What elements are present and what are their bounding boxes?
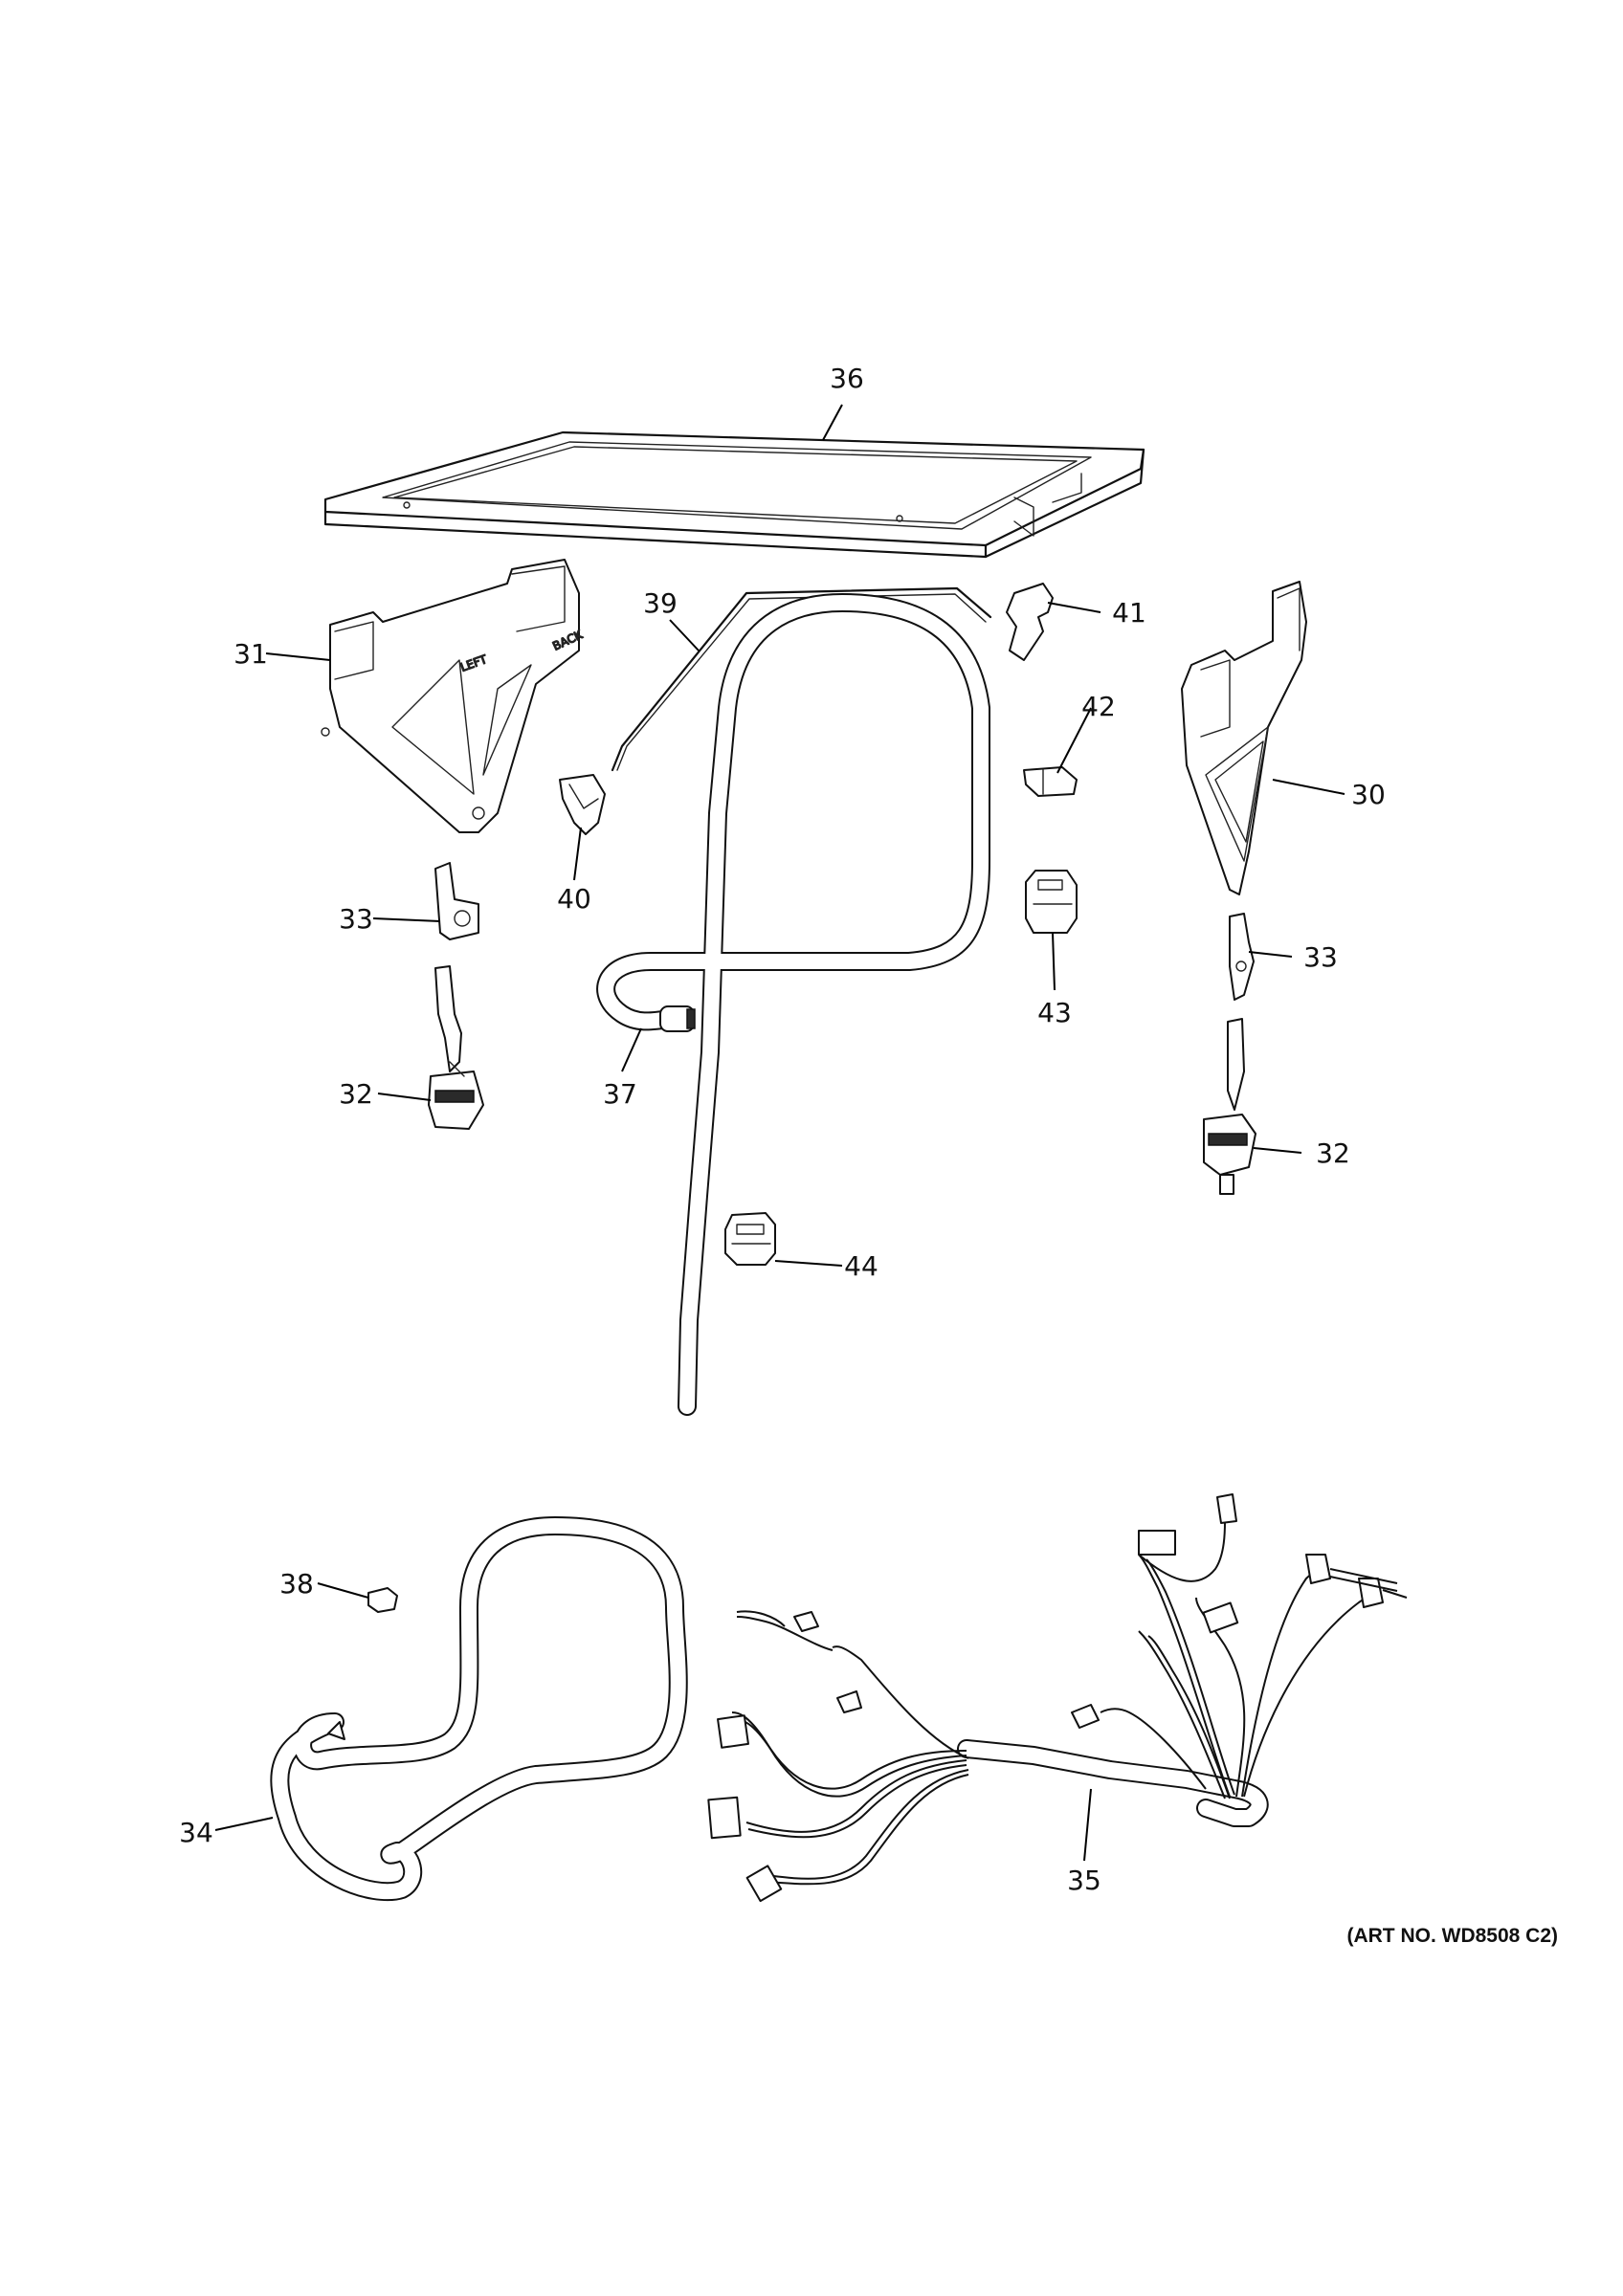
part-33-right — [1229, 913, 1255, 1001]
part-37-wire-harness — [707, 1493, 1408, 1903]
callout-42: 42 — [1081, 691, 1116, 722]
part-31-left-bracket: LEFT BACK — [321, 559, 586, 833]
callout-44: 44 — [844, 1250, 878, 1282]
callout-labels: 36 31 30 39 41 42 40 43 33 33 32 32 37 4… — [179, 363, 1386, 1896]
callout-33-right: 33 — [1303, 941, 1338, 973]
callout-37: 35 — [1067, 1865, 1101, 1896]
callout-33-left: 33 — [339, 903, 373, 935]
leader-lines — [214, 404, 1345, 1862]
art-number: (ART NO. WD8508 C2) — [1346, 1925, 1558, 1947]
part-34-hose — [270, 1516, 688, 1902]
callout-39: 39 — [643, 587, 678, 619]
part-35-gasket-hose — [596, 593, 990, 1416]
callout-34: 34 — [179, 1817, 213, 1848]
callout-36: 36 — [830, 363, 864, 394]
part-38-clip — [367, 1587, 398, 1613]
part-41 — [1006, 583, 1054, 661]
callout-43: 43 — [1037, 997, 1072, 1028]
part-42 — [1023, 766, 1078, 797]
part-40 — [559, 774, 606, 835]
part-39-rod — [611, 586, 992, 772]
callout-40: 40 — [557, 883, 591, 915]
callout-30: 30 — [1351, 779, 1386, 810]
callout-31: 31 — [233, 638, 268, 670]
callout-41: 41 — [1112, 597, 1146, 629]
callout-32-left: 32 — [339, 1078, 373, 1110]
part-43 — [1025, 870, 1078, 934]
part-33-left — [434, 862, 479, 940]
part-36-door-frame — [323, 430, 1145, 559]
callout-35: 37 — [603, 1078, 637, 1110]
part-32-right — [1203, 1018, 1256, 1195]
part-30-right-bracket — [1181, 581, 1307, 895]
part-32-left — [428, 965, 484, 1130]
part-44 — [724, 1212, 776, 1266]
callout-32-right: 32 — [1316, 1137, 1350, 1169]
callout-38: 38 — [279, 1568, 314, 1600]
